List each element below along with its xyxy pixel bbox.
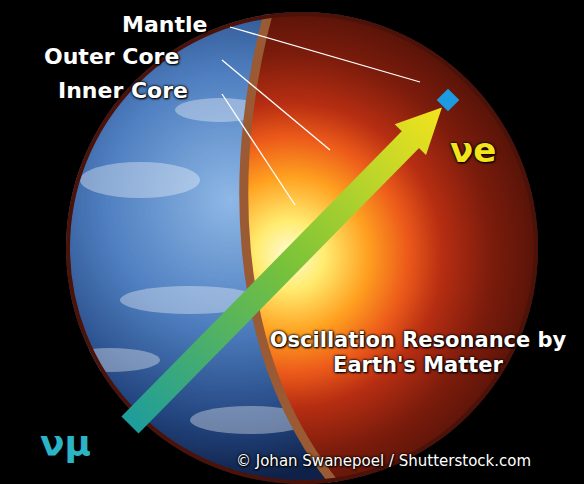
leader-lines bbox=[222, 27, 420, 205]
neutrino-symbol: νe bbox=[450, 130, 496, 171]
layer-label: Inner Core bbox=[58, 78, 188, 104]
detector-square bbox=[437, 89, 460, 112]
neutrino-arrow bbox=[114, 92, 457, 440]
caption-note: Oscillation Resonance by Earth's Matter bbox=[262, 328, 574, 378]
layer-label: Outer Core bbox=[44, 44, 179, 70]
layer-label: Mantle bbox=[122, 12, 207, 38]
copyright-watermark: © Johan Swanepoel / Shutterstock.com bbox=[236, 452, 531, 470]
neutrino-symbol: νμ bbox=[40, 422, 91, 465]
